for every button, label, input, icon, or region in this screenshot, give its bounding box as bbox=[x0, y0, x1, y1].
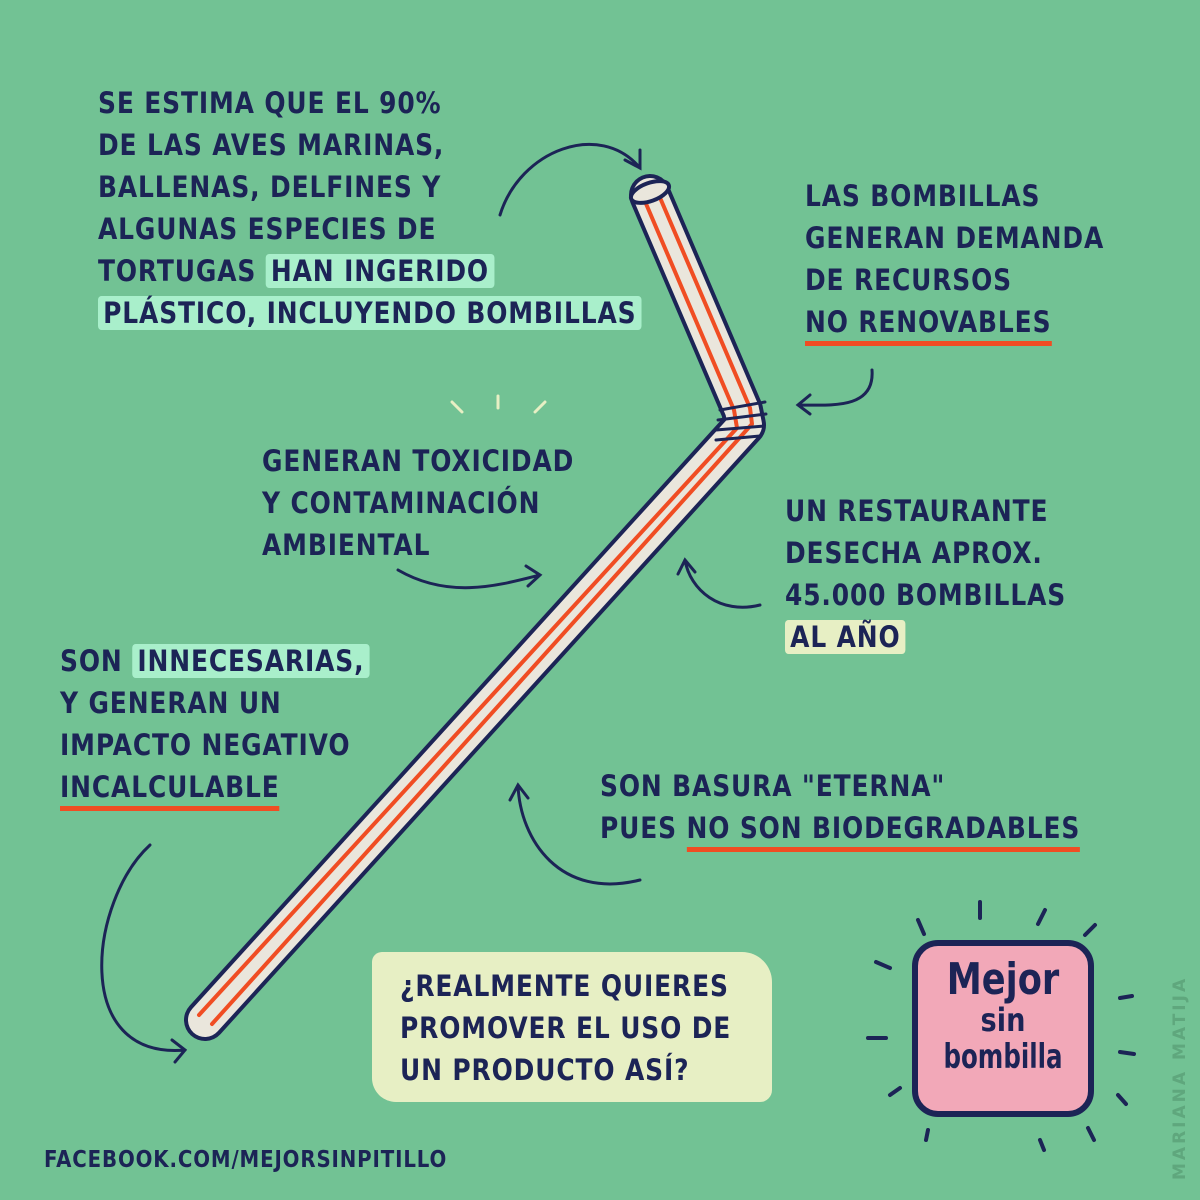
fact-eternal: Son basura "eterna" pues no son biodegra… bbox=[600, 765, 1081, 852]
logo-text: sin bbox=[980, 1001, 1026, 1039]
arrow-2 bbox=[795, 368, 874, 416]
underlined-text: no son biodegradables bbox=[686, 811, 1081, 852]
text-line: Son innecesarias, bbox=[60, 640, 370, 682]
text-line: Generan toxicidad bbox=[262, 444, 575, 478]
text-line: de recursos bbox=[805, 263, 1013, 297]
text-line: no renovables bbox=[805, 301, 1104, 346]
fact-restaurant: Un restaurante desecha aprox. 45.000 bom… bbox=[785, 490, 1066, 658]
question-highlight bbox=[372, 952, 772, 1102]
footer-text: facebook.com/mejorsinpitillo bbox=[44, 1147, 448, 1173]
highlight-text: al año bbox=[785, 620, 906, 654]
logo-text: bombilla bbox=[943, 1037, 1063, 1077]
facebook-link[interactable]: facebook.com/mejorsinpitillo bbox=[44, 1147, 447, 1173]
text-line: ballenas, delfines y bbox=[98, 170, 442, 204]
text-line: al año bbox=[785, 616, 1066, 658]
fact-unnecessary: Son innecesarias, y generan un impacto n… bbox=[60, 640, 370, 811]
text: tortugas bbox=[98, 254, 257, 288]
text-line: ¿Realmente quieres bbox=[400, 969, 729, 1003]
text-line: y contaminación bbox=[262, 486, 541, 520]
text-line: Se estima que el 90% bbox=[98, 86, 442, 120]
underlined-text: no renovables bbox=[805, 305, 1052, 346]
fact-resources: Las bombillas generan demanda de recurso… bbox=[805, 175, 1105, 346]
text-line: algunas especies de bbox=[98, 212, 437, 246]
text-line: Un restaurante bbox=[785, 494, 1049, 528]
text: pues bbox=[600, 811, 677, 845]
text-line: desecha aprox. bbox=[785, 536, 1043, 570]
artist-signature: Mariana Matija bbox=[1170, 976, 1190, 1180]
underlined-text: incalculable bbox=[60, 770, 280, 811]
arrow-3 bbox=[396, 564, 543, 590]
arrows bbox=[100, 142, 874, 1064]
spark-lines bbox=[450, 394, 547, 414]
question: ¿Realmente quieres promover el uso de un… bbox=[400, 965, 731, 1091]
arrow-5 bbox=[508, 782, 642, 886]
text-line: 45.000 bombillas bbox=[785, 578, 1067, 612]
straw bbox=[184, 174, 768, 1041]
text-line: de las aves marinas, bbox=[98, 128, 445, 162]
signature-text: Mariana Matija bbox=[1170, 975, 1190, 1180]
text: Son bbox=[60, 644, 123, 678]
text-line: promover el uso de bbox=[400, 1011, 732, 1045]
text-line: un producto así? bbox=[400, 1053, 690, 1087]
highlight-text: han ingerido bbox=[265, 254, 495, 288]
text-line: y generan un bbox=[60, 686, 282, 720]
text-line: tortugas han ingerido bbox=[98, 250, 642, 292]
arrow-6 bbox=[100, 843, 188, 1064]
logo-rays bbox=[866, 900, 1136, 1152]
text-line: Son basura "eterna" bbox=[600, 769, 946, 803]
fact-toxicity: Generan toxicidad y contaminación ambien… bbox=[262, 440, 574, 566]
text-line: pues no son biodegradables bbox=[600, 807, 1081, 852]
text-line: incalculable bbox=[60, 766, 370, 811]
logo-speech-bubble: Mejor sin bombilla bbox=[912, 940, 1094, 1117]
arrow-4 bbox=[676, 557, 762, 609]
arrow-1 bbox=[498, 142, 642, 217]
text-line: ambiental bbox=[262, 528, 431, 562]
text-line: plástico, incluyendo bombillas bbox=[98, 292, 642, 334]
highlight-text: innecesarias, bbox=[132, 644, 370, 678]
logo-text: Mejor bbox=[946, 954, 1060, 1005]
text-line: impacto negativo bbox=[60, 728, 351, 762]
text-line: generan demanda bbox=[805, 221, 1105, 255]
fact-seabirds: Se estima que el 90% de las aves marinas… bbox=[98, 82, 642, 334]
highlight-text: plástico, incluyendo bombillas bbox=[98, 296, 642, 330]
text-line: Las bombillas bbox=[805, 179, 1041, 213]
